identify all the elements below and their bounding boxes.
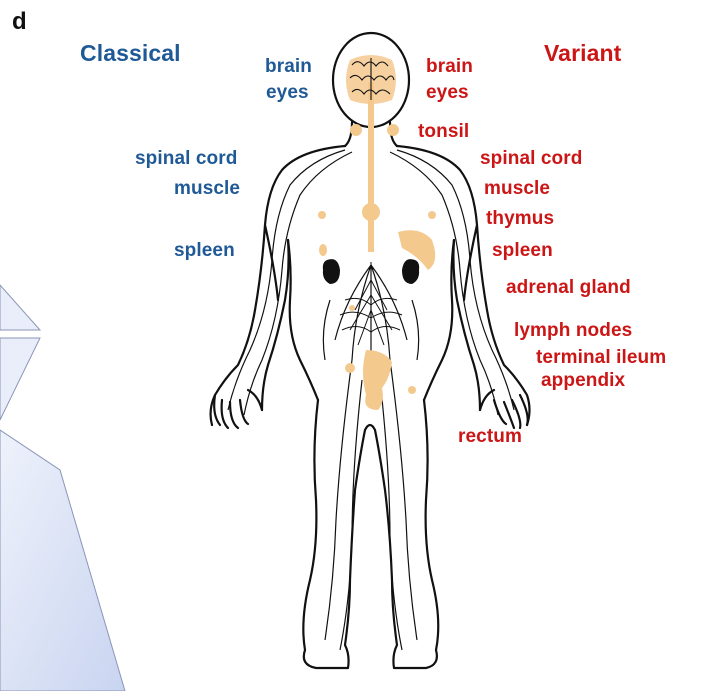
classical-heading: Classical xyxy=(80,42,181,65)
variant-heading: Variant xyxy=(544,42,621,65)
classical-organ-spinal-cord: spinal cord xyxy=(135,149,237,168)
variant-organ-tonsil: tonsil xyxy=(418,122,469,141)
variant-organ-brain: brain xyxy=(426,57,473,76)
variant-organ-spinal-cord: spinal cord xyxy=(480,149,582,168)
variant-organ-muscle: muscle xyxy=(484,179,550,198)
variant-organ-terminal-ileum: terminal ileum xyxy=(536,348,666,367)
classical-organ-brain: brain xyxy=(265,57,312,76)
classical-organ-eyes: eyes xyxy=(266,83,309,102)
background-decoration xyxy=(0,285,125,691)
variant-organ-lymph-nodes: lymph nodes xyxy=(514,321,632,340)
variant-organ-eyes: eyes xyxy=(426,83,469,102)
panel-letter: d xyxy=(12,10,27,34)
variant-organ-rectum: rectum xyxy=(458,427,522,446)
variant-organ-spleen: spleen xyxy=(492,241,553,260)
intestines xyxy=(340,262,402,345)
variant-organ-appendix: appendix xyxy=(541,371,625,390)
classical-organ-muscle: muscle xyxy=(174,179,240,198)
variant-organ-thymus: thymus xyxy=(486,209,554,228)
classical-organ-spleen: spleen xyxy=(174,241,235,260)
variant-organ-adrenal-gland: adrenal gland xyxy=(506,278,631,297)
tissue-highlights xyxy=(318,55,436,410)
